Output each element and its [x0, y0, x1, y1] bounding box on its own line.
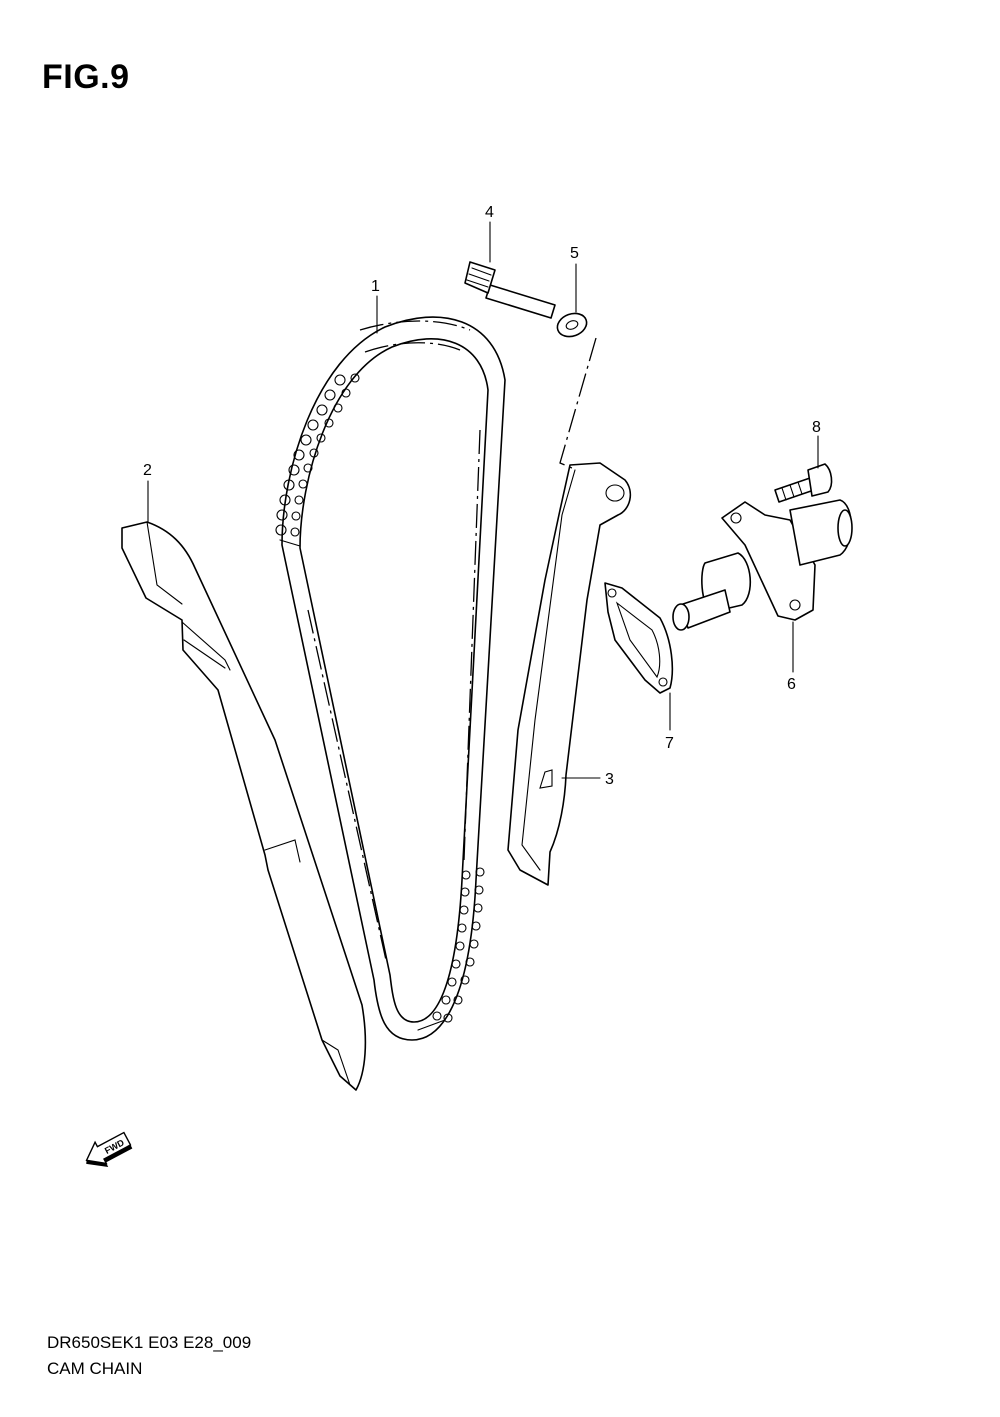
callout-6: 6 [787, 676, 796, 693]
callout-1: 1 [371, 278, 380, 295]
section-name: CAM CHAIN [47, 1359, 143, 1378]
callout-3: 3 [605, 771, 614, 788]
fwd-arrow-icon: FWD [85, 1131, 133, 1167]
tensioner-bolt-part [774, 463, 833, 503]
callout-8: 8 [812, 419, 821, 436]
callout-7: 7 [665, 735, 674, 752]
cam-chain-tensioner-guide-part [507, 462, 632, 886]
leader-lines [147, 221, 819, 779]
washer-part [556, 312, 588, 338]
callout-4: 4 [485, 204, 494, 221]
callout-2: 2 [143, 462, 152, 479]
figure-title: FIG.9 [42, 58, 130, 96]
alignment-line [559, 337, 597, 469]
cam-chain-part [275, 316, 506, 1041]
tensioner-adjuster-part [672, 499, 853, 631]
cam-chain-guide-part [121, 521, 367, 1091]
guide-bolt-part [464, 261, 556, 319]
model-code: DR650SEK1 E03 E28_009 [47, 1333, 252, 1352]
callout-5: 5 [570, 245, 579, 262]
tensioner-gasket-part [604, 582, 674, 694]
